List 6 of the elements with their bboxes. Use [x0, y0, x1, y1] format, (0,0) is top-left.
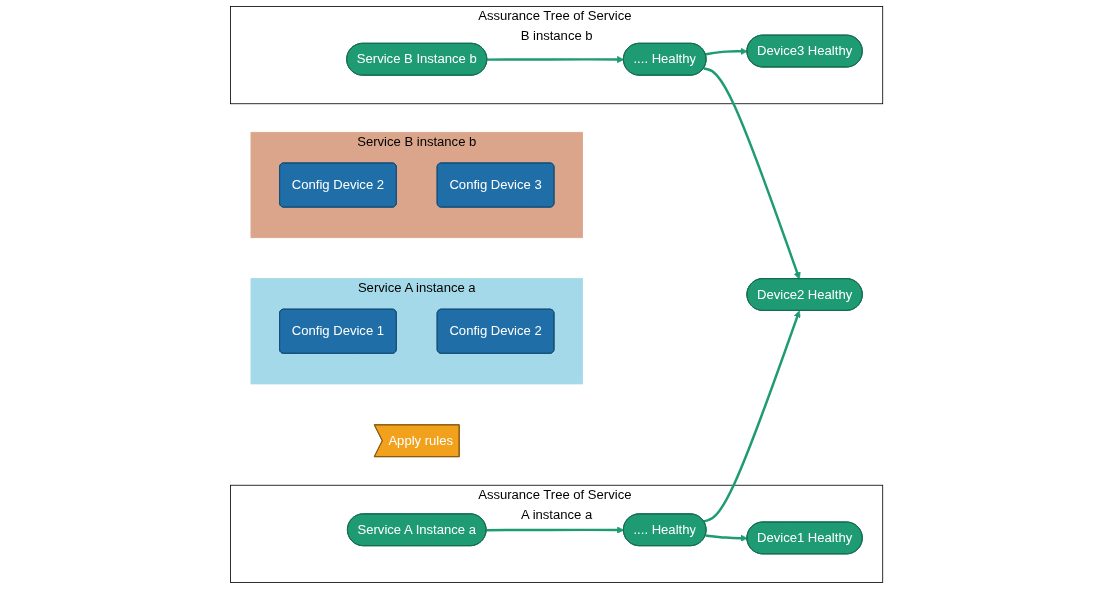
arrow [703, 67, 801, 280]
arrow [487, 55, 624, 64]
arrow [703, 310, 801, 523]
arrow [486, 526, 624, 534]
arrow [705, 47, 748, 56]
arrow [705, 534, 748, 542]
